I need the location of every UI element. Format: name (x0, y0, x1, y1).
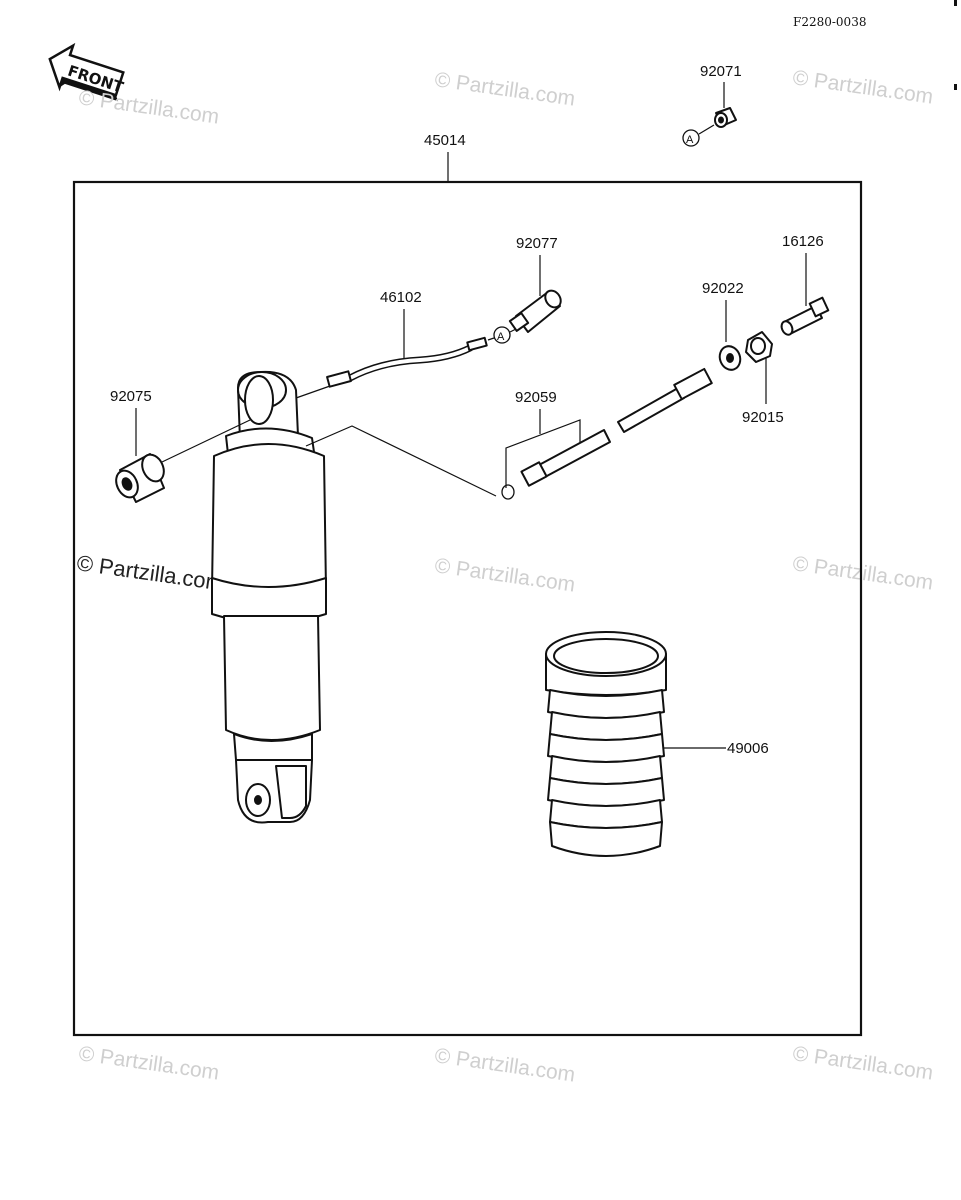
part-label-92071: 92071 (700, 63, 742, 80)
nut-92015 (745, 331, 773, 363)
part-label-92015: 92015 (742, 409, 784, 426)
callout-circle (682, 129, 700, 147)
part-label-16126: 16126 (782, 233, 824, 250)
bushing-92075 (115, 453, 165, 503)
corner-mark (954, 84, 957, 90)
leader-hose-mount (295, 385, 331, 399)
leader-92059 (505, 419, 581, 488)
watermarks: © Partzilla.com © Partzilla.com © Partzi… (75, 66, 934, 1086)
leader-bushing-mount (161, 419, 251, 463)
cap-92071 (714, 107, 737, 128)
part-label-49006: 49006 (727, 740, 769, 757)
hose-46102 (326, 336, 488, 388)
callout-letter: A (497, 331, 505, 343)
leader-callout (698, 124, 715, 135)
part-label-45014: 45014 (424, 132, 466, 149)
washer-92022 (718, 345, 742, 371)
part-label-92059: 92059 (515, 389, 557, 406)
watermark: © Partzilla.com (77, 1042, 220, 1084)
shock-absorber (211, 370, 327, 824)
rubber-boot-49006 (545, 631, 667, 857)
figure-code: F2280-0038 (793, 15, 866, 29)
watermark: © Partzilla.com (433, 68, 576, 110)
callout-circle (493, 326, 511, 344)
watermark: © Partzilla.com (433, 1044, 576, 1086)
corner-mark (954, 0, 957, 6)
watermark: © Partzilla.com (791, 1042, 934, 1084)
leader-oring (305, 425, 497, 497)
tube-92059 (501, 367, 713, 500)
watermark-dark: © Partzilla.com (75, 550, 225, 595)
valve-16126 (780, 296, 830, 336)
watermark: © Partzilla.com (77, 86, 220, 128)
leader-callout (487, 337, 495, 341)
part-label-92022: 92022 (702, 280, 744, 297)
watermark: © Partzilla.com (433, 554, 576, 596)
part-label-46102: 46102 (380, 289, 422, 306)
part-label-92075: 92075 (110, 388, 152, 405)
watermark: © Partzilla.com (791, 552, 934, 594)
assembly-frame (72, 180, 863, 1037)
callout-letter: A (686, 134, 694, 146)
fitting-92077 (508, 289, 562, 333)
watermark: © Partzilla.com (791, 66, 934, 108)
part-label-92077: 92077 (516, 235, 558, 252)
